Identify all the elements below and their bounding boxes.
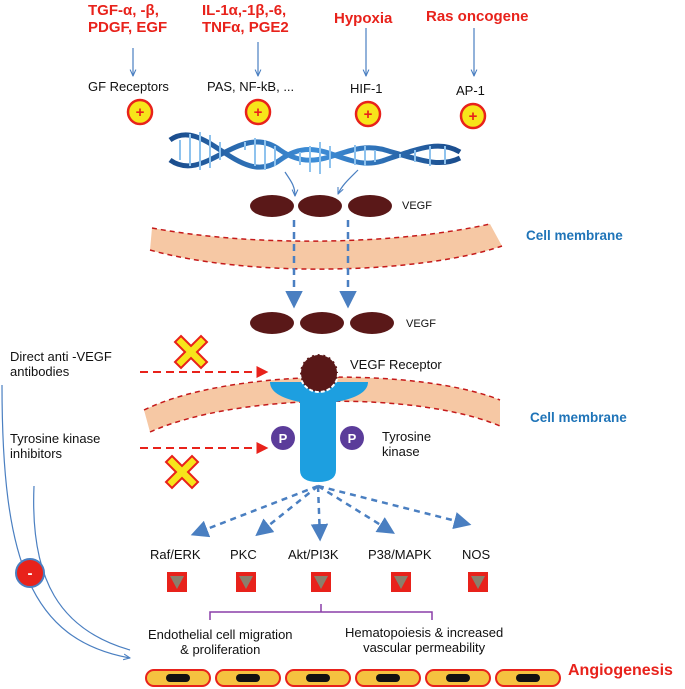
pathway-marker-icon: [236, 572, 256, 592]
outcome-endothelial-migration: Endothelial cell migration & proliferati…: [148, 627, 293, 657]
vegf-label: VEGF: [402, 200, 432, 212]
phospho-icons: P P: [271, 426, 364, 450]
svg-text:P: P: [279, 431, 288, 446]
pathway-pkc: PKC: [230, 547, 257, 562]
block-x-icon: [164, 454, 200, 490]
minus-icon: -: [15, 558, 45, 588]
plus-icon: +: [459, 102, 487, 130]
vegf-molecule: [250, 195, 294, 217]
phospho-icon: P: [340, 426, 364, 450]
inducer-ras-oncogene: Ras oncogene: [426, 8, 529, 25]
pathway-p38-mapk: P38/MAPK: [368, 547, 432, 562]
pathway-marker-icon: [468, 572, 488, 592]
endothelial-cells: [145, 669, 561, 687]
vegf-bound-molecule: [299, 353, 339, 393]
dna-helix-icon: [168, 132, 462, 174]
endothelial-cell: [145, 669, 211, 687]
outcome-hematopoiesis: Hematopoiesis & increased vascular perme…: [345, 625, 504, 655]
feedback-curve: [1, 384, 130, 658]
endothelial-cell: [215, 669, 281, 687]
vegf-receptor-icon: [270, 353, 368, 482]
tyrosine-kinase-label: Tyrosine kinase: [382, 429, 432, 459]
pathway-markers: [167, 572, 488, 592]
pathway-marker-icon: [391, 572, 411, 592]
cell-membrane-label: Cell membrane: [530, 410, 627, 425]
plus-icon: +: [126, 98, 154, 126]
outcome-bracket: [209, 604, 433, 620]
pathway-arrows: [190, 484, 472, 542]
endothelial-cell: [285, 669, 351, 687]
block-x-icon: [173, 334, 209, 370]
inhibitor-antibodies-label: Direct anti -VEGF antibodies: [10, 349, 112, 379]
vegf-receptor-label: VEGF Receptor: [350, 357, 442, 372]
feedback-curve: [33, 485, 131, 651]
receptor-gf: GF Receptors: [88, 79, 169, 94]
dna-to-vegf-arrow: [284, 171, 295, 196]
dna-to-vegf-arrow: [337, 169, 359, 194]
inducer-cytokines: IL-1α,-1β,-6, TNFα, PGE2: [202, 2, 289, 37]
phospho-icon: P: [271, 426, 295, 450]
pathway-akt-pi3k: Akt/PI3K: [288, 547, 339, 562]
endothelial-cell: [495, 669, 561, 687]
inducer-arrows: [133, 28, 474, 76]
inducer-hypoxia: Hypoxia: [334, 10, 393, 27]
vegf-molecule: [250, 312, 294, 334]
endothelial-cell: [355, 669, 421, 687]
vegf-molecules-1: [250, 195, 392, 217]
pathway-marker-icon: [311, 572, 331, 592]
svg-text:-: -: [28, 565, 33, 582]
pathway-marker-icon: [167, 572, 187, 592]
angiogenesis-label: Angiogenesis: [568, 662, 673, 679]
vegf-molecule: [350, 312, 394, 334]
svg-text:+: +: [254, 104, 263, 121]
endothelial-cell: [425, 669, 491, 687]
receptor-hif1: HIF-1: [350, 81, 383, 96]
pathway-raf-erk: Raf/ERK: [150, 547, 201, 562]
svg-text:+: +: [364, 106, 373, 123]
inducer-growth-factors: TGF-α, -β, PDGF, EGF: [88, 2, 168, 37]
svg-text:P: P: [348, 431, 357, 446]
vegf-molecule: [348, 195, 392, 217]
plus-icons: + + + +: [126, 98, 487, 130]
pathway-nos: NOS: [462, 547, 491, 562]
cell-membrane-top: [150, 224, 502, 270]
receptor-pas-nfkb: PAS, NF-kB, ...: [207, 79, 295, 94]
cell-membrane-label: Cell membrane: [526, 228, 623, 243]
cell-membrane-bottom: [144, 377, 500, 432]
vegf-label: VEGF: [406, 318, 436, 330]
plus-icon: +: [354, 100, 382, 128]
plus-icon: +: [244, 98, 272, 126]
svg-text:+: +: [136, 104, 145, 121]
vegf-molecule: [298, 195, 342, 217]
receptor-ap1: AP-1: [456, 83, 485, 98]
svg-text:+: +: [469, 108, 478, 125]
vegf-molecule: [300, 312, 344, 334]
inhibitor-tki-label: Tyrosine kinase inhibitors: [10, 431, 101, 461]
vegf-molecules-2: [250, 312, 394, 334]
